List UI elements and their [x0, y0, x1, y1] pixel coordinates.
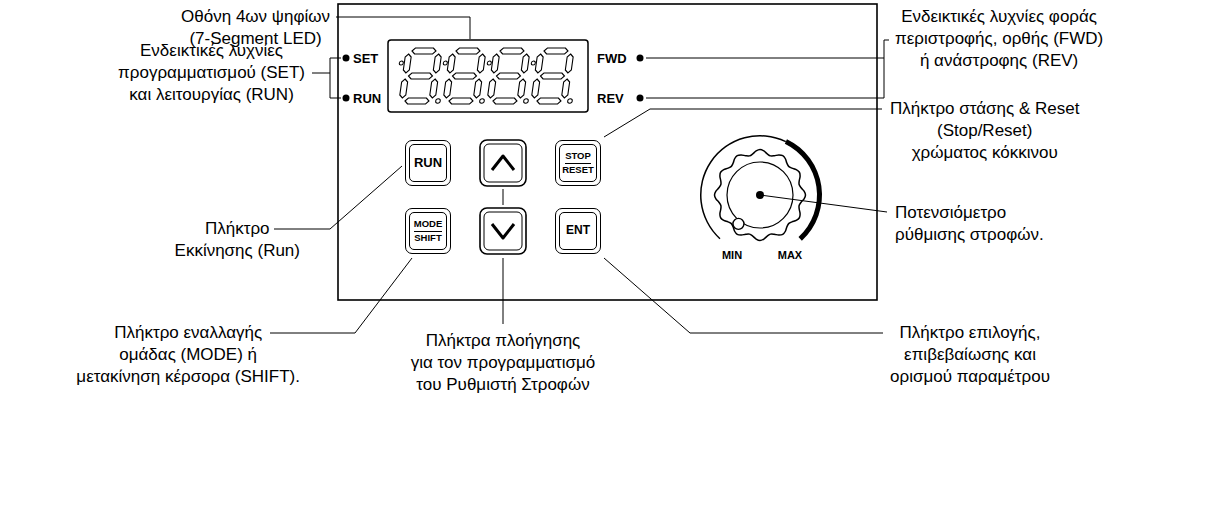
indicator-dot [531, 61, 536, 65]
segment [540, 73, 565, 79]
indicator-dot [399, 61, 404, 65]
callout-text: Πλήκτρο επιλογής, επιβεβαίωσης και ορισμ… [890, 322, 1050, 388]
key-button: ENT [555, 208, 601, 254]
digit-segments [526, 48, 580, 104]
key-button: STOP RESET [555, 140, 601, 186]
keypad-panel [338, 4, 877, 300]
segment [412, 48, 437, 54]
indicator-dot [443, 61, 448, 65]
fwd-lamp [637, 55, 644, 62]
panel-label: REV [597, 91, 624, 106]
led-display [388, 40, 588, 112]
down-key [480, 208, 526, 254]
decimal-point [479, 99, 484, 104]
leader-line [274, 166, 402, 229]
segment [477, 54, 486, 73]
leader-line [604, 258, 883, 333]
segment [487, 79, 496, 98]
segment [449, 98, 474, 104]
leader-line [503, 189, 504, 205]
segment [408, 73, 433, 79]
leader-line [646, 40, 889, 98]
digit-segments [482, 48, 536, 104]
key-label: ENT [566, 224, 590, 237]
segment [537, 98, 562, 104]
segment [493, 98, 518, 104]
leader-line [760, 195, 887, 212]
segment [521, 54, 530, 73]
key-label: SHIFT [414, 233, 441, 243]
digit-segments [394, 48, 448, 104]
panel-label: SET [353, 51, 378, 66]
digit-segments [438, 48, 492, 104]
segment [456, 48, 481, 54]
callout-text: Ενδεικτικές λυχνίες προγραμματισμού (SET… [118, 40, 305, 106]
panel-label: FWD [597, 51, 627, 66]
leader-line [270, 258, 412, 333]
segment [496, 73, 521, 79]
panel-label: MIN [722, 249, 742, 262]
segment [447, 54, 456, 73]
callout-text: Ποτενσιόμετρο ρύθμισης στροφών. [895, 202, 1044, 246]
up-key [480, 140, 526, 186]
segment [544, 48, 569, 54]
leader-line [604, 109, 882, 137]
decimal-point [567, 99, 572, 104]
segment [433, 54, 442, 73]
leader-line [330, 58, 341, 98]
segment [535, 54, 544, 73]
segment [531, 79, 540, 98]
knob-pointer [733, 218, 744, 229]
key-label: MODE [414, 219, 443, 231]
segment [561, 79, 570, 98]
decimal-point [435, 99, 440, 104]
callout-text: Πλήκτρο εναλλαγής ομάδας (MODE) ή μετακί… [76, 322, 300, 388]
callout-text: Πλήκτρο Εκκίνησης (Run) [175, 218, 300, 262]
speed-potentiometer [700, 135, 822, 241]
key-label: RUN [414, 156, 442, 170]
indicator-dot [487, 61, 492, 65]
segment [491, 54, 500, 73]
leader-line [336, 17, 470, 39]
leader-line [646, 58, 884, 59]
segment [452, 73, 477, 79]
segment [429, 79, 438, 98]
callout-text: Πλήκτρα πλοήγησης για τον προγραμματισμό… [411, 330, 596, 396]
key-label: RESET [562, 165, 594, 175]
key-label: STOP [565, 151, 591, 163]
seven-segment-digits [394, 48, 580, 104]
segment [399, 79, 408, 98]
run-lamp [343, 95, 350, 102]
key-button: MODE SHIFT [405, 208, 451, 254]
segment [473, 79, 482, 98]
key-button: RUN [405, 140, 451, 186]
panel-label: RUN [353, 91, 381, 106]
leader-line [503, 258, 504, 324]
segment [500, 48, 525, 54]
decimal-point [523, 99, 528, 104]
callout-text: Ενδεικτικές λυχνίες φοράς περιστροφής, ο… [895, 6, 1103, 72]
segment [403, 54, 412, 73]
rev-lamp [637, 95, 644, 102]
leader-lines [270, 17, 889, 333]
segment [443, 79, 452, 98]
segment [517, 79, 526, 98]
segment [405, 98, 430, 104]
leader-line [312, 73, 330, 74]
panel-label: MAX [778, 249, 802, 262]
set-lamp [343, 55, 350, 62]
callout-text: Πλήκτρο στάσης & Reset (Stop/Reset) χρώμ… [890, 98, 1079, 164]
segment [565, 54, 574, 73]
